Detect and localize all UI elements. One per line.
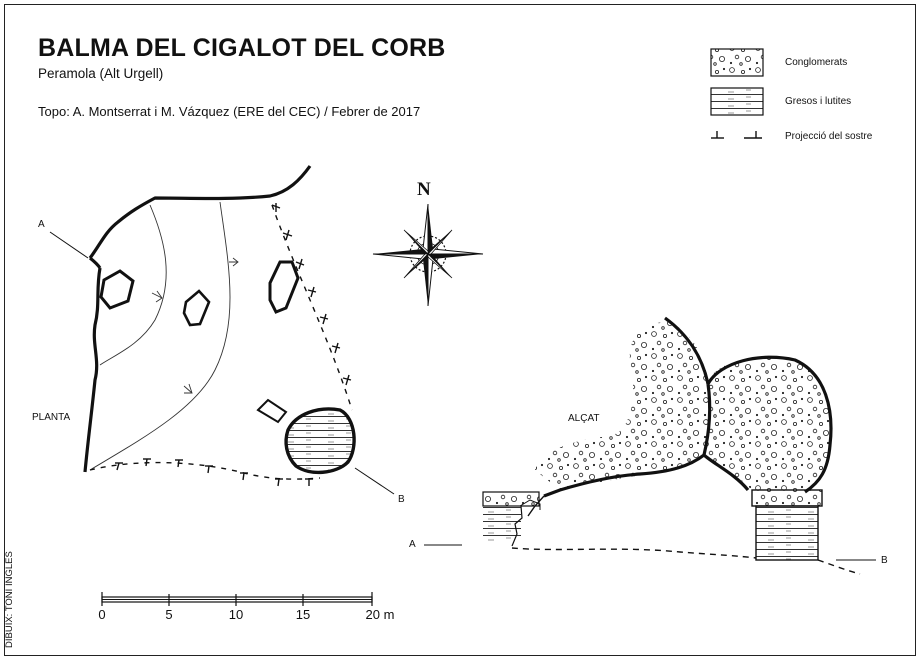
legend-label-conglomerats: Conglomerats <box>785 57 848 68</box>
pebbles-icon <box>710 48 764 77</box>
map-frame <box>4 4 916 656</box>
north-label: N <box>417 179 431 200</box>
survey-credits: Topo: A. Montserrat i M. Vázquez (ERE de… <box>38 104 421 119</box>
cave-elevation <box>424 316 876 575</box>
scale-tick-label: 5 <box>165 607 173 622</box>
scale-tick-label: 0 <box>98 607 106 622</box>
cave-plan <box>49 165 395 495</box>
plan-pillar <box>256 398 288 424</box>
elevation-section-b-label: B <box>881 555 888 566</box>
scale-bar <box>101 592 373 606</box>
roof-projection-icon <box>711 131 762 139</box>
elevation-label: ALÇAT <box>568 413 600 424</box>
legend <box>710 48 764 139</box>
scale-tick-label: 20 m <box>365 607 395 622</box>
compass-rose-icon <box>372 203 484 307</box>
plan-pillar <box>268 260 300 314</box>
legend-label-gresos: Gresos i lutites <box>785 96 852 107</box>
plan-section-b-label: B <box>398 494 405 505</box>
plan-sandstone-block <box>284 407 356 474</box>
page-title: BALMA DEL CIGALOT DEL CORB <box>38 34 446 62</box>
strata-icon <box>710 87 764 116</box>
scale-tick-label: 10 <box>228 607 244 622</box>
page-subtitle: Peramola (Alt Urgell) <box>38 66 164 81</box>
scale-tick-label: 15 <box>295 607 311 622</box>
plan-section-a-label: A <box>38 219 45 230</box>
legend-label-projeccio: Projecció del sostre <box>785 131 873 142</box>
plan-label: PLANTA <box>32 412 71 423</box>
elevation-section-a-label: A <box>409 539 416 550</box>
plan-wall <box>83 165 312 473</box>
plan-pillar <box>99 269 135 310</box>
plan-pillar <box>182 289 211 327</box>
